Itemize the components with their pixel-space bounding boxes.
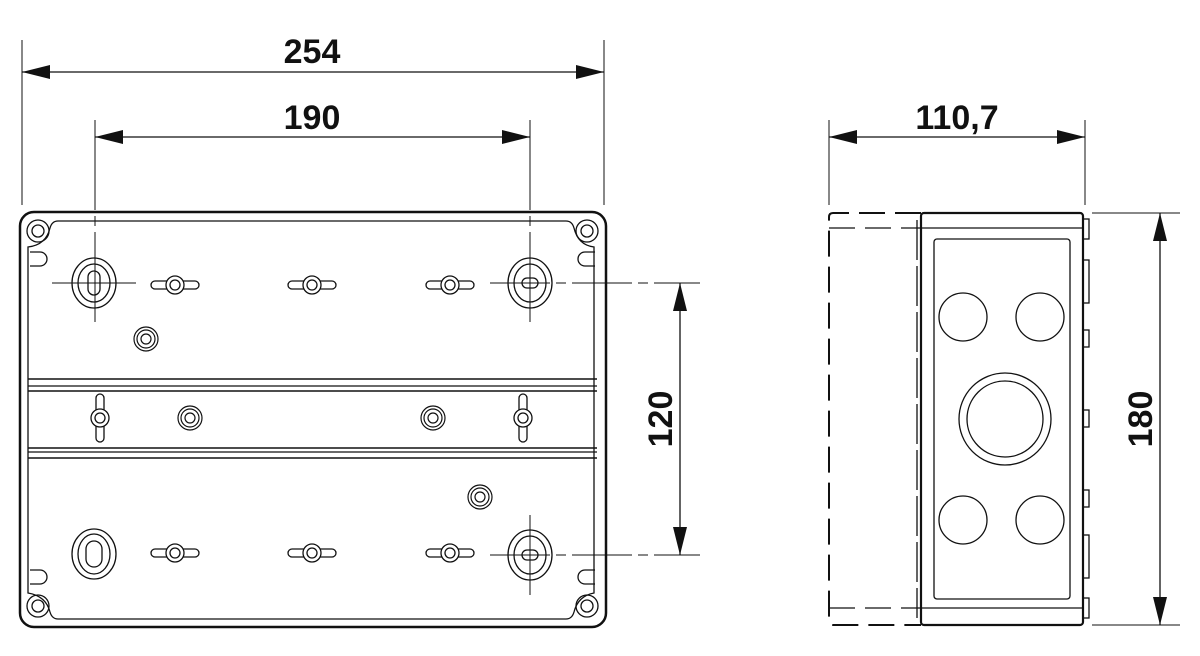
dimension-label-180: 180 bbox=[1122, 391, 1160, 448]
dimension-label-254: 254 bbox=[284, 33, 341, 71]
screw-bosses bbox=[133, 326, 493, 510]
mounting-holes bbox=[71, 257, 553, 581]
front-view bbox=[18, 120, 700, 629]
enclosure-outline bbox=[18, 210, 608, 629]
hinge-tabs bbox=[1082, 218, 1090, 619]
dimension-254: 254 bbox=[21, 33, 605, 205]
dimension-110-7: 110,7 bbox=[828, 99, 1086, 205]
din-rail bbox=[28, 378, 597, 459]
cable-entry-knockouts bbox=[938, 292, 1065, 545]
corner-screws bbox=[26, 219, 599, 618]
dimension-label-120: 120 bbox=[642, 391, 680, 448]
dimension-label-190: 190 bbox=[284, 99, 341, 137]
side-view bbox=[828, 211, 1090, 627]
keyhole-slots bbox=[90, 275, 533, 563]
dimension-190: 190 bbox=[95, 99, 530, 144]
enclosure-body bbox=[919, 211, 1085, 627]
dimension-120: 120 bbox=[642, 283, 687, 555]
center-lines bbox=[52, 120, 700, 595]
dimension-label-110-7: 110,7 bbox=[915, 99, 998, 137]
lid-open-dashed-outline bbox=[828, 212, 921, 626]
dimension-180: 180 bbox=[1092, 212, 1180, 626]
